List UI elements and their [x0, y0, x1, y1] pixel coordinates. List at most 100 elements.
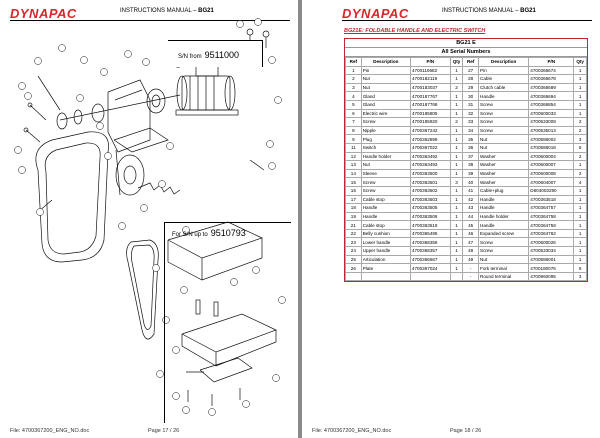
table-cell: 4700586002: [528, 134, 575, 144]
footer-file: File: 4700367200_ENG_NO.doc: [312, 428, 392, 434]
table-cell: 4700600007: [528, 160, 575, 170]
table-cell: 14: [345, 168, 362, 179]
table-cell: Gland: [360, 91, 411, 101]
table-cell: 3: [345, 82, 362, 93]
table-cell: 4700364762: [528, 228, 575, 239]
table-cell: 4: [345, 91, 362, 101]
table-cell: 4700110682: [409, 65, 451, 76]
table-cell: 4700366674: [528, 65, 575, 76]
table-cell: 42: [462, 194, 480, 205]
column-header: Description: [478, 57, 530, 67]
table-cell: 1: [449, 203, 464, 213]
serial-upto-number: 9510793: [210, 228, 246, 238]
table-cell: 4: [573, 177, 587, 187]
table-cell: Screw: [478, 125, 530, 136]
table-cell: 18: [345, 203, 362, 213]
table-cell: 13: [345, 160, 362, 170]
header-sep: –: [513, 8, 521, 14]
table-cell: 1: [449, 108, 464, 119]
table-cell: 4700600008: [528, 168, 575, 179]
header-rule: [342, 20, 592, 21]
table-cell: 12: [345, 151, 362, 162]
table-cell: Screw: [478, 117, 530, 127]
table-cell: [345, 271, 362, 282]
table-cell: 4700363501: [409, 177, 451, 187]
table-cell: Washer: [478, 168, 530, 179]
table-cell: 4700180076: [528, 263, 575, 273]
right-page: DYNAPAC INSTRUCTIONS MANUAL – BG21 BG21E…: [302, 0, 600, 438]
table-cell: 1: [573, 91, 587, 101]
table-cell: 4700363500: [409, 168, 451, 179]
table-cell: 3: [573, 134, 587, 144]
table-cell: 1: [573, 74, 587, 84]
table-cell: 1: [449, 151, 464, 162]
table-cell: Handle: [478, 194, 530, 205]
table-cell: D604003290: [528, 185, 575, 196]
table-cell: 17: [345, 194, 362, 205]
table-cell: Washer: [478, 177, 530, 187]
table-cell: 1: [449, 263, 464, 273]
table-cell: Cable: [478, 74, 530, 84]
header-model: BG21: [520, 8, 536, 14]
footer-file: File: 4700367200_ENG_NO.doc: [10, 428, 90, 434]
table-cell: 28: [462, 74, 480, 84]
table-cell: 39: [462, 168, 480, 179]
table-cell: 29: [462, 82, 480, 93]
table-cell: Cable stop: [360, 194, 411, 205]
table-cell: 27: [462, 65, 480, 76]
table-cell: 4700368356: [409, 237, 451, 248]
table-cell: 21: [345, 220, 362, 230]
table-cell: Cable+plug: [478, 185, 530, 196]
table-cell: 1: [449, 237, 464, 248]
table-cell: Upper handle: [360, 246, 411, 256]
table-cell: 44: [462, 211, 480, 222]
table-cell: 1: [449, 194, 464, 205]
table-cell: Nut: [360, 82, 411, 93]
table-cell: 4700535013: [528, 125, 575, 136]
table-cell: 26: [345, 263, 362, 273]
table-cell: Handle: [360, 203, 411, 213]
table-cell: 34: [462, 125, 480, 136]
table-cell: Handle holder: [478, 211, 530, 222]
table-cell: Nut: [478, 254, 530, 265]
table-cell: 4700586001: [528, 254, 575, 265]
table-cell: Screw: [360, 117, 411, 127]
table-cell: Washer: [478, 160, 530, 170]
table-cell: 5: [573, 142, 587, 153]
table-cell: 5: [345, 99, 362, 110]
table-cell: 1: [449, 211, 464, 222]
table-cell: Screw: [478, 108, 530, 119]
table-cell: 4700364759: [528, 220, 575, 230]
table-cell: 4700366667: [409, 254, 451, 265]
table-cell: 1: [573, 65, 587, 76]
table-cell: Pin: [360, 65, 411, 76]
table-cell: 46: [462, 228, 480, 239]
parts-table: Ref Description P/N Qty Ref Description …: [345, 57, 587, 282]
table-cell: 1: [449, 246, 464, 256]
table-cell: 48: [462, 246, 480, 256]
table-cell: Electric wire: [360, 108, 411, 119]
table-cell: 1: [345, 65, 362, 76]
table-cell: 4700368357: [409, 246, 451, 256]
table-cell: 38: [462, 160, 480, 170]
table-cell: 1: [573, 82, 587, 93]
table-cell: 1: [573, 194, 587, 205]
table-cell: -: [462, 271, 480, 282]
table-cell: Handle: [478, 203, 530, 213]
table-cell: 16: [345, 185, 362, 196]
left-page: DYNAPAC INSTRUCTIONS MANUAL – BG21: [0, 0, 298, 438]
column-header: Qty: [573, 57, 587, 67]
table-cell: 4700367242: [409, 125, 451, 136]
brand-logo: DYNAPAC: [10, 6, 77, 21]
table-cell: 4700182119: [409, 74, 451, 84]
exploded-view-diagram: [14, 18, 286, 416]
